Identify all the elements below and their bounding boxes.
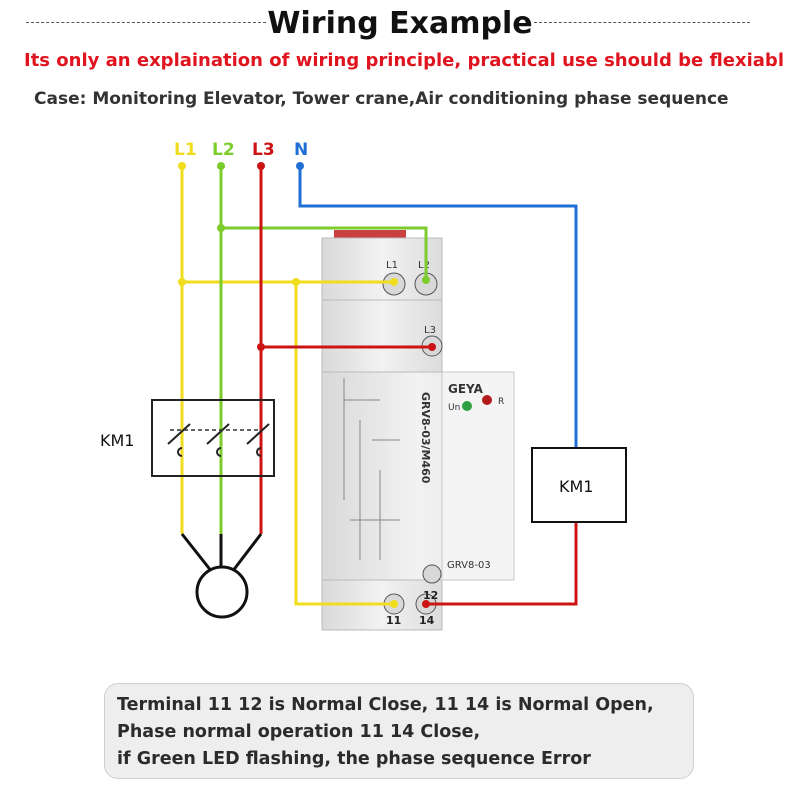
- terminal-label-l3: L3: [424, 325, 436, 336]
- title-divider-left: [26, 22, 266, 23]
- wire-14-to-coil: [426, 522, 578, 606]
- line-label-l1: L1: [174, 140, 197, 160]
- wiring: [180, 166, 578, 606]
- terminal-screw-12: [422, 564, 442, 584]
- dot-l3-branch: [257, 343, 265, 351]
- dot-relay-l2: [422, 276, 430, 284]
- relay-middle-body: [321, 299, 443, 373]
- wire-neutral: [298, 166, 578, 448]
- relay-front-panel: [441, 371, 515, 581]
- page-title: Wiring Example: [267, 6, 533, 41]
- dot-relay-11: [390, 600, 398, 608]
- wire-l2-to-relay: [221, 226, 428, 280]
- warning-text: Its only an explaination of wiring princ…: [24, 50, 784, 71]
- terminal-label-12: 12: [423, 589, 438, 602]
- wire-11-common: [294, 282, 394, 606]
- model-label: GRV8-03: [447, 560, 491, 571]
- terminal-label-14: 14: [419, 614, 435, 627]
- line-label-n: N: [294, 140, 308, 160]
- side-schematic: [343, 378, 400, 560]
- note-line-2: Phase normal operation 11 14 Close,: [117, 722, 481, 742]
- dot-relay-14: [422, 600, 430, 608]
- brand-logo: GEYA: [448, 382, 484, 396]
- terminal-label-l1: L1: [386, 260, 398, 271]
- explanation-note: Terminal 11 12 is Normal Close, 11 14 is…: [104, 683, 694, 779]
- dot-relay-l3: [428, 343, 436, 351]
- dot-l1-branch-2: [292, 278, 300, 286]
- coil-km1-box: [531, 447, 627, 523]
- line-label-l2: L2: [212, 140, 235, 160]
- motor-lead-1: [180, 533, 214, 573]
- dot-l1-branch: [178, 278, 186, 286]
- case-text: Case: Monitoring Elevator, Tower crane,A…: [34, 89, 729, 109]
- note-line-3: if Green LED flashing, the phase sequenc…: [117, 749, 591, 769]
- dot-relay-l1: [390, 278, 398, 286]
- motor-lead-3: [230, 533, 263, 573]
- dot-l1-top: [178, 162, 186, 170]
- coil-label: KM1: [559, 477, 593, 496]
- dot-l2-top: [217, 162, 225, 170]
- terminal-label-11: 11: [386, 614, 401, 627]
- dot-n-top: [296, 162, 304, 170]
- dot-l3-top: [257, 162, 265, 170]
- contactor-switch-icons: [167, 423, 270, 457]
- title-divider-right: [534, 22, 750, 23]
- led-r-label: R: [498, 397, 504, 407]
- contactor-label: KM1: [100, 431, 134, 450]
- relay-module: L1 L2 L3 12 11 14 GEYA Un R GRV8-03 GRV8…: [321, 230, 515, 631]
- dot-l2-branch: [217, 224, 225, 232]
- terminal-label-l2: L2: [418, 260, 430, 271]
- line-label-l3: L3: [252, 140, 275, 160]
- model-vertical-text: GRV8-03/M460: [419, 392, 432, 484]
- junctions: [178, 162, 436, 608]
- motor-icon: [195, 565, 249, 619]
- led-red-icon: [482, 395, 492, 405]
- contactor-km1: [151, 399, 275, 477]
- note-line-1: Terminal 11 12 is Normal Close, 11 14 is…: [117, 695, 654, 715]
- contactor-box: [151, 399, 275, 477]
- led-un-label: Un: [448, 403, 460, 413]
- led-green-icon: [462, 401, 472, 411]
